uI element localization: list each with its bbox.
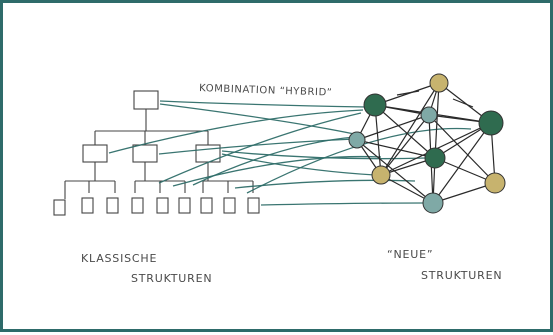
mid-level-box [132, 144, 158, 163]
network-node [429, 73, 449, 93]
leaf-box [131, 197, 144, 214]
network-nodes [348, 73, 506, 214]
leaf-box [178, 197, 191, 214]
leaf-box [223, 197, 236, 214]
network-node [348, 131, 366, 149]
hybrid-connectors [108, 100, 472, 206]
leaf-box [200, 197, 213, 214]
new-structures-label-line2: STRUKTUREN [421, 269, 502, 282]
leaf-box [81, 197, 94, 214]
network-node [484, 172, 506, 194]
hybrid-label: KOMBINATION “HYBRID” [199, 83, 333, 99]
network-node [424, 147, 446, 169]
network-node [420, 106, 438, 124]
leaf-box [53, 199, 66, 216]
leaf-box [247, 197, 260, 214]
hierarchy-connectors [54, 109, 254, 215]
classic-structures-label-line2: STRUKTUREN [131, 272, 212, 285]
network-node [422, 192, 444, 214]
top-level-box [133, 90, 159, 110]
new-structures-label-line1: “NEUE” [387, 248, 433, 261]
network-node [478, 110, 504, 136]
hierarchy-tree [53, 90, 260, 216]
mid-level-box [82, 144, 108, 163]
hybrid-structures-diagram: KOMBINATION “HYBRID” KLASSISCHE STRUKTUR… [53, 73, 506, 285]
classic-structures-label-line1: KLASSISCHE [81, 252, 157, 265]
network-node [371, 165, 391, 185]
leaf-box [156, 197, 169, 214]
leaf-box [106, 197, 119, 214]
network-node [363, 93, 387, 117]
